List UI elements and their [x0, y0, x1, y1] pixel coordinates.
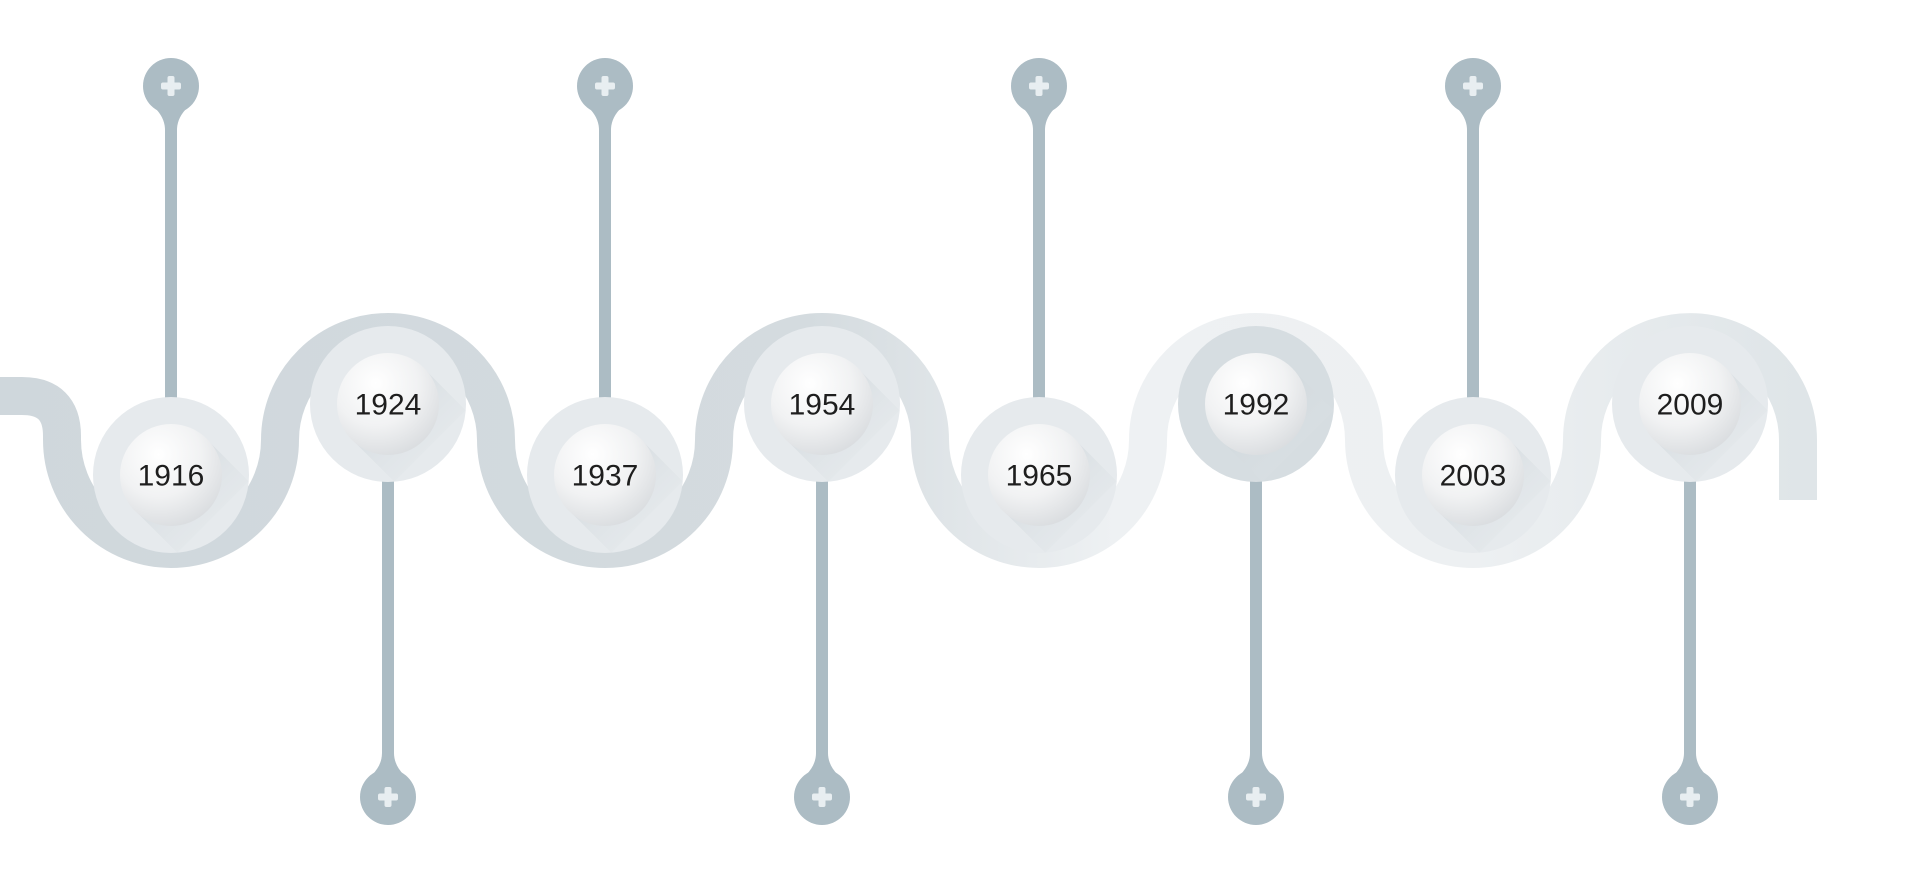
pin-1992[interactable] — [1228, 404, 1284, 825]
pin-neck — [372, 753, 404, 775]
milestone-year-label: 1954 — [789, 389, 856, 422]
milestone-disc — [337, 353, 439, 455]
milestone-1965[interactable]: 1965 — [961, 397, 1117, 553]
pin-stem — [382, 404, 394, 765]
milestone-nodes: 1916 1924 1937 1954 1965 1992 2003 2009 — [93, 326, 1768, 553]
milestone-year-label: 1924 — [355, 389, 422, 422]
pin-2009[interactable] — [1662, 404, 1718, 825]
milestone-year-label: 1992 — [1223, 389, 1290, 422]
milestone-disc — [1639, 353, 1741, 455]
milestone-year-label: 1916 — [138, 460, 205, 493]
pin-neck — [155, 108, 187, 130]
milestone-disc — [1205, 353, 1307, 455]
pin-neck — [1457, 108, 1489, 130]
pin-stem — [599, 118, 611, 475]
milestone-2003[interactable]: 2003 — [1395, 397, 1551, 553]
plus-icon — [161, 76, 181, 96]
milestone-1924[interactable]: 1924 — [310, 326, 466, 482]
pin-1924[interactable] — [360, 404, 416, 825]
pin-neck — [806, 753, 838, 775]
pin-neck — [1240, 753, 1272, 775]
milestone-disc — [988, 424, 1090, 526]
milestone-disc — [120, 424, 222, 526]
plus-icon — [378, 787, 398, 807]
plus-icon — [595, 76, 615, 96]
road-path — [0, 313, 1817, 568]
pin-1937[interactable] — [577, 58, 633, 475]
pin-1965[interactable] — [1011, 58, 1067, 475]
pin-connectors — [143, 58, 1718, 825]
pin-stem — [816, 404, 828, 765]
milestone-1916[interactable]: 1916 — [93, 397, 249, 553]
plus-icon — [1680, 787, 1700, 807]
plus-icon — [812, 787, 832, 807]
milestone-disc — [554, 424, 656, 526]
milestone-1937[interactable]: 1937 — [527, 397, 683, 553]
pin-neck — [589, 108, 621, 130]
pin-stem — [1467, 118, 1479, 475]
pin-1916[interactable] — [143, 58, 199, 475]
pin-2003[interactable] — [1445, 58, 1501, 475]
serpentine-road — [0, 313, 1817, 568]
pin-neck — [1674, 753, 1706, 775]
pin-stem — [1250, 404, 1262, 765]
plus-icon — [1246, 787, 1266, 807]
pin-stem — [165, 118, 177, 475]
milestone-1992[interactable]: 1992 — [1178, 326, 1334, 482]
milestone-year-label: 2009 — [1657, 389, 1724, 422]
pin-neck — [1023, 108, 1055, 130]
milestone-disc — [771, 353, 873, 455]
milestone-1954[interactable]: 1954 — [744, 326, 900, 482]
pin-stem — [1033, 118, 1045, 475]
plus-icon — [1463, 76, 1483, 96]
pin-1954[interactable] — [794, 404, 850, 825]
milestone-year-label: 2003 — [1440, 460, 1507, 493]
plus-icon — [1029, 76, 1049, 96]
pin-stem — [1684, 404, 1696, 765]
milestone-disc — [1422, 424, 1524, 526]
milestone-year-label: 1937 — [572, 460, 639, 493]
milestone-year-label: 1965 — [1006, 460, 1073, 493]
milestone-2009[interactable]: 2009 — [1612, 326, 1768, 482]
